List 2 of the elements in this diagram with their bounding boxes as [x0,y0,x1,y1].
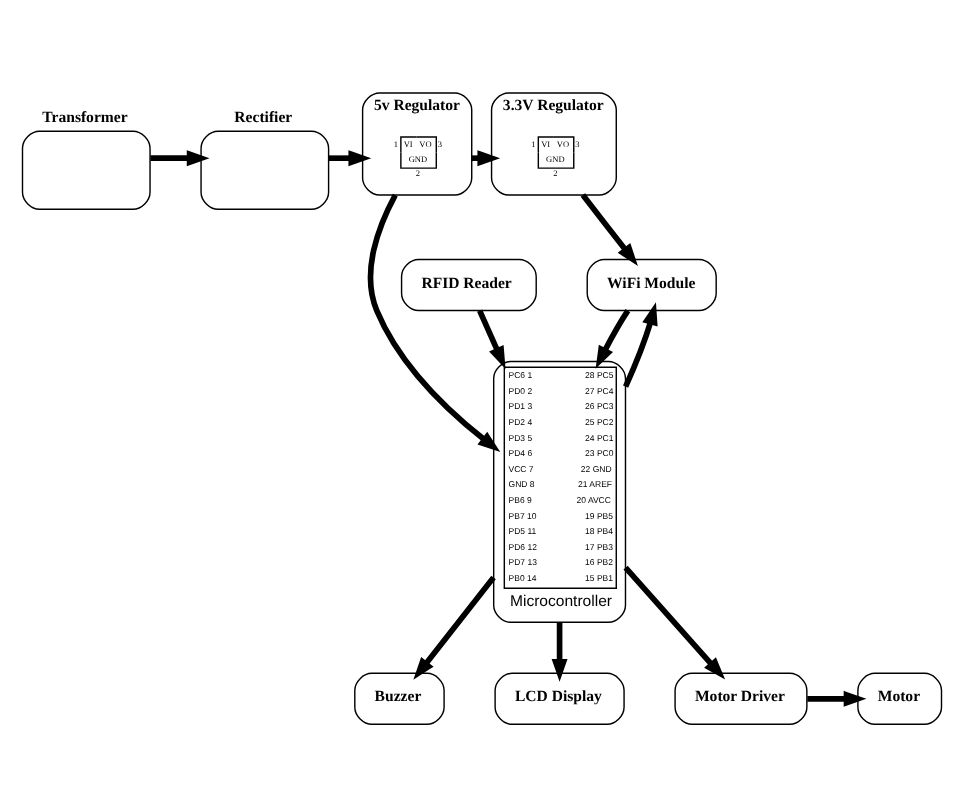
node-label: Transformer [42,107,128,126]
node-label: Rectifier [234,107,293,126]
